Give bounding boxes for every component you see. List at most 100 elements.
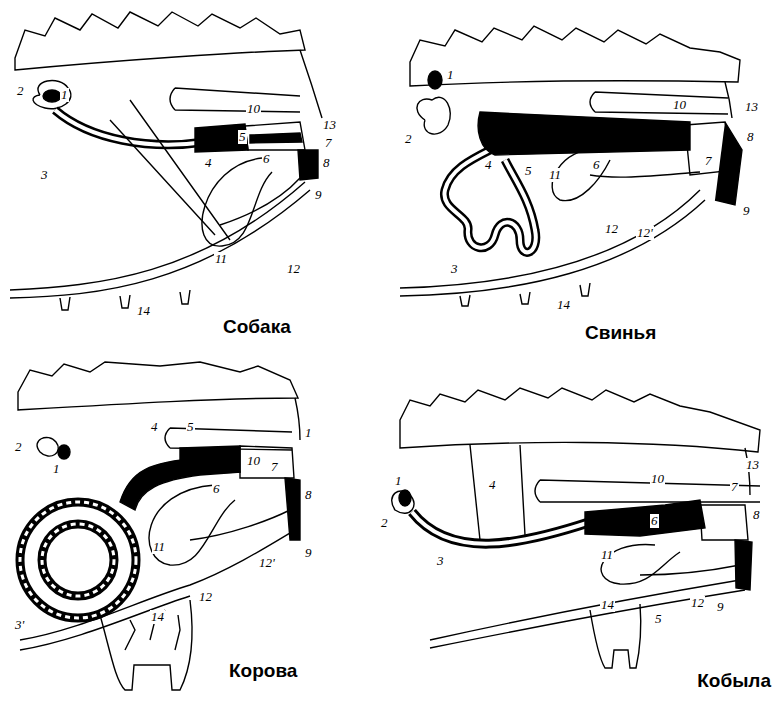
pelvic-floor — [430, 580, 745, 648]
callout-number: 12 — [198, 590, 213, 604]
callout-number: 14 — [556, 298, 571, 312]
cervix — [180, 446, 240, 474]
callout-number: 14 — [150, 610, 165, 624]
vulva — [715, 122, 742, 205]
spine — [400, 388, 760, 452]
coiled-horn-lumen — [444, 150, 535, 252]
callout-number: 3 — [436, 554, 445, 568]
callout-number: 13 — [745, 458, 760, 472]
teats — [60, 290, 190, 310]
pelvic-floor — [400, 190, 705, 296]
callout-number: 10 — [246, 454, 261, 468]
callout-number: 3 — [450, 262, 459, 276]
callout-number: 1 — [394, 474, 403, 488]
udder — [100, 600, 192, 690]
vagina — [700, 505, 748, 540]
callout-number: 6 — [650, 514, 659, 528]
ligament — [110, 100, 230, 240]
callout-number: 3 — [40, 168, 49, 182]
callout-number: 9 — [304, 546, 313, 560]
callout-number: 7 — [270, 460, 279, 474]
dog-figure — [10, 12, 322, 310]
callout-number: 4 — [150, 420, 159, 434]
species-name: Кобыла — [696, 670, 772, 692]
spiral-horn-outer — [20, 502, 136, 618]
callout-number: 12 — [604, 222, 619, 236]
ovary — [58, 445, 70, 459]
broad-ligament — [470, 445, 525, 540]
ovary — [428, 71, 442, 89]
callout-number: 14 — [600, 598, 615, 612]
ovary-bursa — [392, 491, 414, 513]
callout-number: 8 — [746, 130, 755, 144]
spiral-horn-inner-lumen — [42, 524, 114, 596]
callout-number: 11 — [152, 540, 166, 554]
uterine-horn — [55, 110, 205, 145]
callout-number: 1 — [304, 426, 313, 440]
callout-number: 2 — [14, 440, 23, 454]
spiral-horn-inner — [42, 524, 114, 596]
uterine-horn — [412, 512, 590, 544]
sacrum — [300, 50, 322, 118]
pelvic-floor — [10, 182, 310, 298]
spine — [15, 12, 305, 70]
callout-number: 12' — [258, 556, 276, 570]
callout-number: 4 — [488, 478, 497, 492]
callout-number: 9 — [716, 600, 725, 614]
vagina — [240, 446, 294, 478]
callout-number: 7 — [324, 136, 333, 150]
uterine-horn-lumen — [412, 512, 590, 544]
callout-number: 2 — [404, 132, 413, 146]
species-name: Собака — [222, 316, 292, 338]
urethra — [190, 510, 290, 540]
urethra — [590, 172, 700, 177]
rectum — [535, 480, 760, 502]
callout-number: 4 — [204, 156, 213, 170]
sacrum — [295, 398, 300, 440]
rectum — [170, 88, 300, 112]
rectum — [590, 92, 728, 114]
vagina — [245, 122, 305, 150]
callout-number: 2 — [16, 84, 25, 98]
callout-number: 11 — [600, 548, 614, 562]
pig-figure — [400, 26, 742, 306]
callout-number: 7 — [730, 480, 739, 494]
ovary-bursa — [33, 81, 71, 109]
callout-number: 11 — [548, 168, 562, 182]
callout-number: 9 — [314, 188, 323, 202]
callout-number: 10 — [672, 98, 687, 112]
callout-number: 8 — [322, 156, 331, 170]
callout-number: 6 — [262, 152, 271, 166]
udder — [590, 604, 641, 668]
callout-number: 5 — [654, 612, 663, 626]
callout-number: 13 — [744, 100, 759, 114]
spiral-horn-outer-lumen — [20, 502, 136, 618]
callout-number: 1 — [60, 88, 69, 102]
callout-number: 5 — [524, 164, 533, 178]
callout-number: 6 — [592, 158, 601, 172]
callout-number: 2 — [380, 516, 389, 530]
bladder — [149, 485, 235, 565]
callout-number: 9 — [742, 204, 751, 218]
callout-number: 12 — [286, 262, 301, 276]
species-name: Корова — [228, 660, 298, 682]
callout-number: 4 — [484, 158, 493, 172]
pelvic-floor — [20, 530, 295, 650]
sacrum — [725, 82, 732, 118]
ovary-bursa — [417, 97, 450, 134]
ovary — [399, 490, 411, 506]
uterine-body — [195, 124, 248, 152]
callout-number: 5 — [186, 420, 195, 434]
spine — [410, 26, 740, 86]
callout-number: 6 — [212, 482, 221, 496]
callout-number: 1 — [446, 68, 455, 82]
milk-veins — [125, 610, 180, 650]
callout-number: 3' — [14, 618, 25, 632]
uterine-horn-lumen — [55, 110, 205, 145]
callout-number: 12 — [690, 596, 705, 610]
coiled-horn — [444, 150, 535, 252]
callout-number: 12' — [636, 226, 654, 240]
uterine-body — [585, 500, 705, 536]
